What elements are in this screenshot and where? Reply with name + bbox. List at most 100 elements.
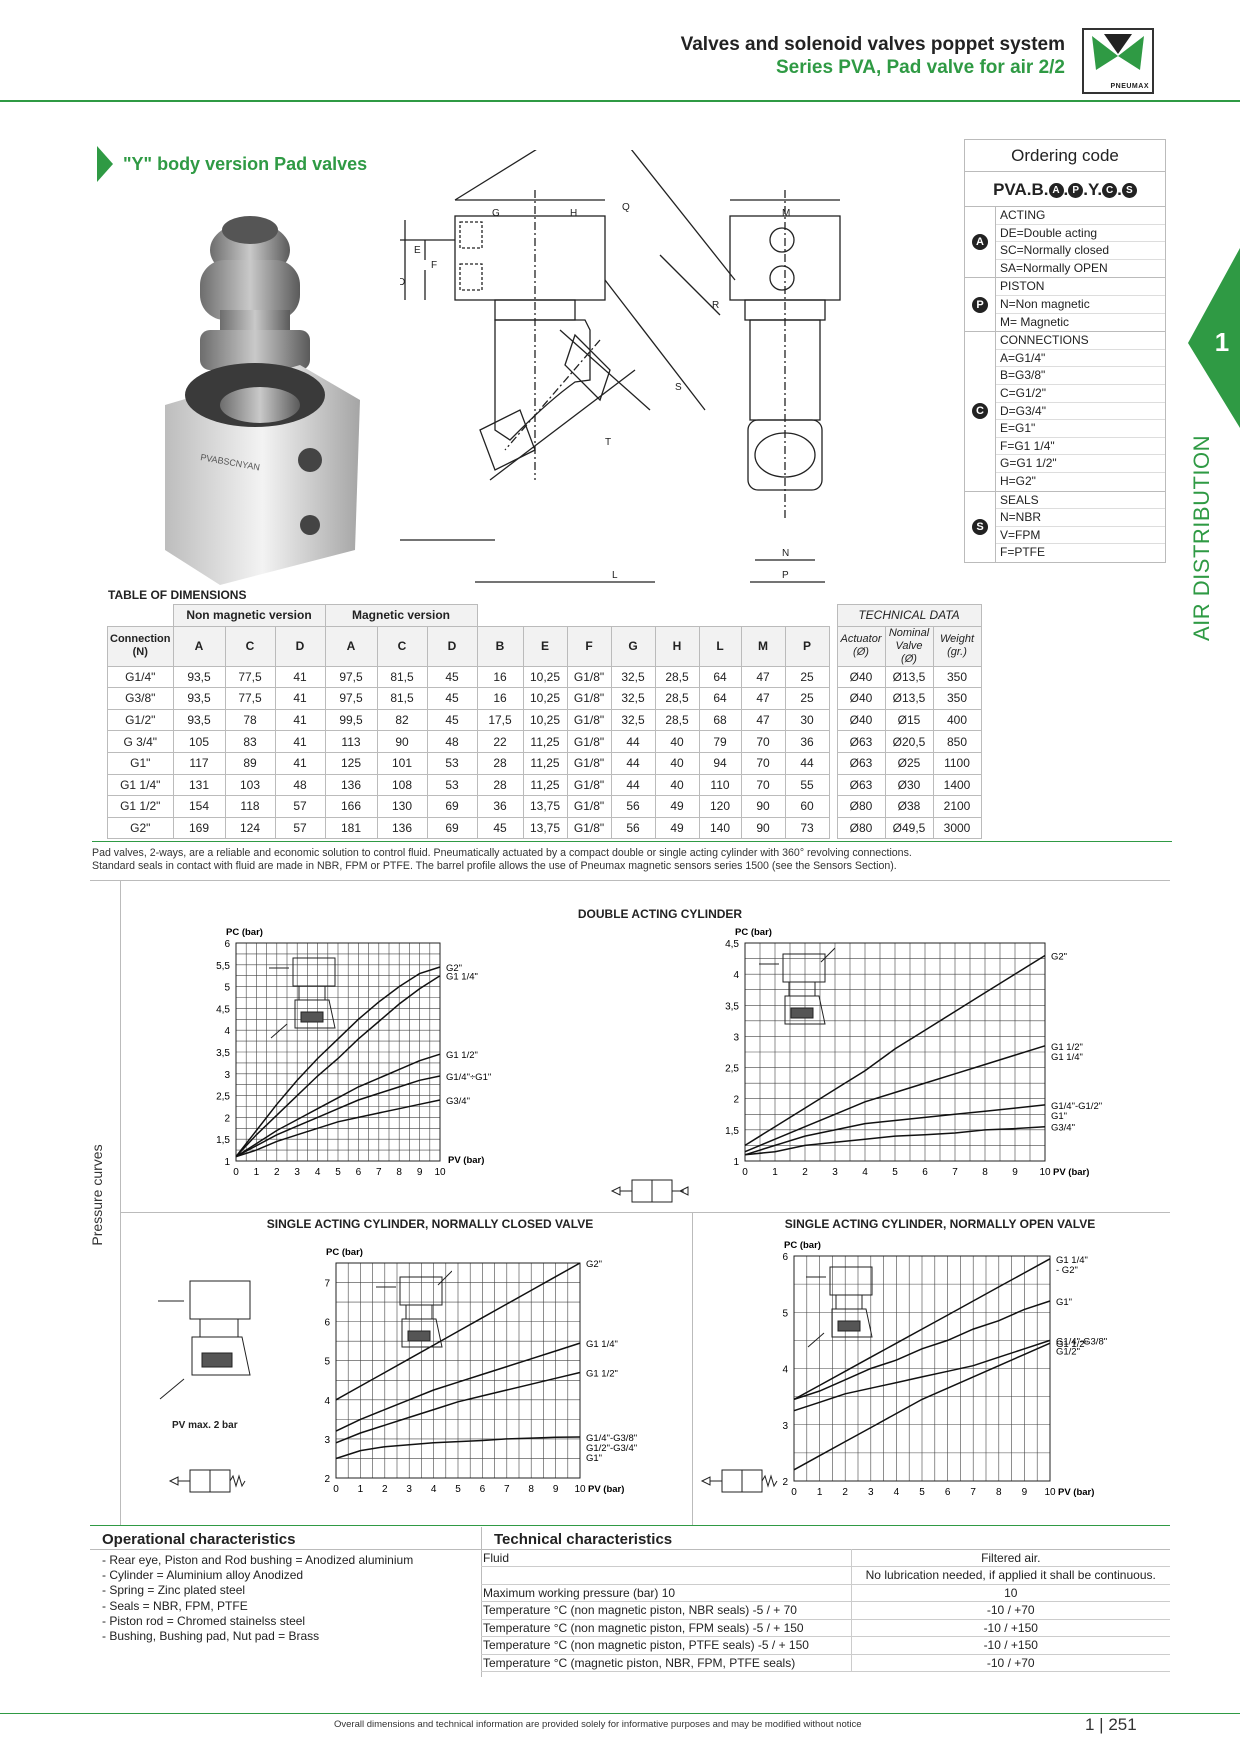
table-cell: 70 — [740, 730, 786, 753]
table-cell: 101 — [376, 751, 428, 775]
ordering-option: G=G1 1/2" — [996, 455, 1165, 473]
x-tick-label: 4 — [862, 1167, 868, 1178]
ordering-option: H=G2" — [1000, 473, 1036, 488]
table-cell: 40 — [654, 773, 700, 797]
series-label: G1/4"÷G1" — [446, 1072, 491, 1083]
y-tick-label: 1,5 — [725, 1126, 739, 1137]
x-tick-label: 9 — [1012, 1167, 1018, 1178]
series-label: G3/4" — [446, 1096, 470, 1107]
valve-schematic-icon — [806, 1266, 873, 1348]
x-tick-label: 4 — [315, 1167, 321, 1178]
table-cell: 45 — [476, 816, 524, 840]
series-line — [235, 1099, 441, 1158]
logo-text: PNEUMAX — [1110, 83, 1149, 90]
table-row: Temperature °C (non magnetic piston, NBR… — [481, 1601, 1170, 1620]
table-cell: 69 — [426, 795, 478, 818]
column-header: D — [274, 625, 326, 667]
series-label: G2" — [586, 1259, 602, 1270]
table-cell: 28,5 — [654, 708, 700, 732]
series-label: G2" — [1051, 951, 1067, 962]
y-axis-label: PC (bar) — [784, 1240, 821, 1251]
series-line — [335, 1436, 581, 1460]
series-label: G1" — [1051, 1111, 1067, 1122]
table-cell: 136 — [376, 816, 428, 840]
ordering-letter: S — [965, 492, 995, 562]
series-line — [335, 1371, 581, 1444]
table-cell: 1100 — [932, 751, 982, 775]
column-header: Weight (gr.) — [932, 625, 982, 667]
x-tick-label: 1 — [817, 1487, 823, 1498]
table-cell: 78 — [224, 708, 276, 732]
dim-label-h: H — [570, 208, 577, 219]
x-tick-label: 8 — [396, 1167, 402, 1178]
tech-value: -10 / +70 — [850, 1601, 1170, 1620]
table-cell: G1" — [107, 751, 174, 775]
column-header: C — [224, 625, 276, 667]
table-row: Temperature °C (non magnetic piston, PTF… — [481, 1636, 1170, 1655]
cell — [829, 709, 837, 731]
series-line — [235, 1075, 441, 1158]
ordering-code-format: PVA.B.A.P.Y.C.S — [965, 172, 1165, 207]
table-cell: 10,25 — [522, 687, 568, 710]
table-cell: Ø63 — [836, 773, 886, 797]
side-label-text: AIR DISTRIBUTION — [1189, 434, 1214, 641]
table-cell: 97,5 — [324, 687, 378, 710]
cell — [829, 774, 837, 796]
divider — [120, 1212, 1170, 1213]
dim-label-t: T — [605, 437, 611, 448]
series-label: G2" — [446, 963, 462, 974]
x-tick-label: 10 — [434, 1167, 446, 1178]
x-tick-label: 5 — [455, 1484, 461, 1495]
table-cell: 16 — [476, 687, 524, 710]
chart-title-single-no: SINGLE ACTING CYLINDER, NORMALLY OPEN VA… — [784, 1217, 1096, 1231]
x-tick-label: 3 — [406, 1484, 412, 1495]
header-rule — [0, 100, 1240, 102]
series-line — [335, 1342, 581, 1432]
table-cell: 154 — [172, 795, 226, 818]
plot-frame — [744, 942, 1046, 1162]
tech-label: Temperature °C (non magnetic piston, NBR… — [481, 1601, 851, 1620]
code-letter-s: S — [1121, 183, 1137, 198]
y-tick-label: 3 — [733, 1032, 739, 1043]
table-cell: 45 — [426, 665, 478, 689]
x-tick-label: 10 — [1039, 1167, 1051, 1178]
table-row: No lubrication needed, if applied it sha… — [481, 1566, 1170, 1585]
table-cell: 25 — [784, 687, 830, 710]
series-label: G3/4" — [1051, 1123, 1075, 1134]
table-cell: G1/8" — [566, 773, 612, 797]
x-axis-label: PV (bar) — [448, 1155, 484, 1166]
table-cell: 82 — [376, 708, 428, 732]
x-tick-label: 7 — [952, 1167, 958, 1178]
code-letter-c: C — [1102, 183, 1118, 198]
dim-label-m: M — [782, 208, 790, 219]
chart-title-double: DOUBLE ACTING CYLINDER — [577, 907, 743, 921]
x-tick-label: 6 — [480, 1484, 486, 1495]
y-tick-label: 6 — [782, 1252, 788, 1263]
series-label: G1/4"-G1/2" — [1051, 1101, 1102, 1112]
y-tick-label: 4 — [782, 1365, 788, 1376]
table-cell: 13,75 — [522, 816, 568, 840]
table-cell: 44 — [610, 730, 656, 753]
table-cell: 70 — [740, 751, 786, 775]
cell — [829, 666, 837, 688]
y-tick-label: 2 — [733, 1095, 739, 1106]
table-cell: G1 1/2" — [107, 795, 174, 818]
page-number: 1 | 251 — [1085, 1715, 1137, 1734]
x-tick-label: 8 — [528, 1484, 534, 1495]
table-cell: G1/8" — [566, 708, 612, 732]
ordering-letter-badge: C — [972, 403, 988, 420]
table-cell: 113 — [324, 730, 378, 753]
table-cell: G2" — [107, 816, 174, 840]
x-tick-label: 0 — [742, 1167, 748, 1178]
series-label: G1 1/4" — [446, 972, 478, 983]
ordering-option: D=G3/4" — [996, 403, 1165, 421]
table-cell: 10,25 — [522, 665, 568, 689]
table-cell: 36 — [476, 795, 524, 818]
dim-label-e: E — [414, 245, 421, 256]
logo-mark-icon — [1092, 34, 1144, 70]
ordering-option: SC=Normally closed — [996, 242, 1165, 260]
